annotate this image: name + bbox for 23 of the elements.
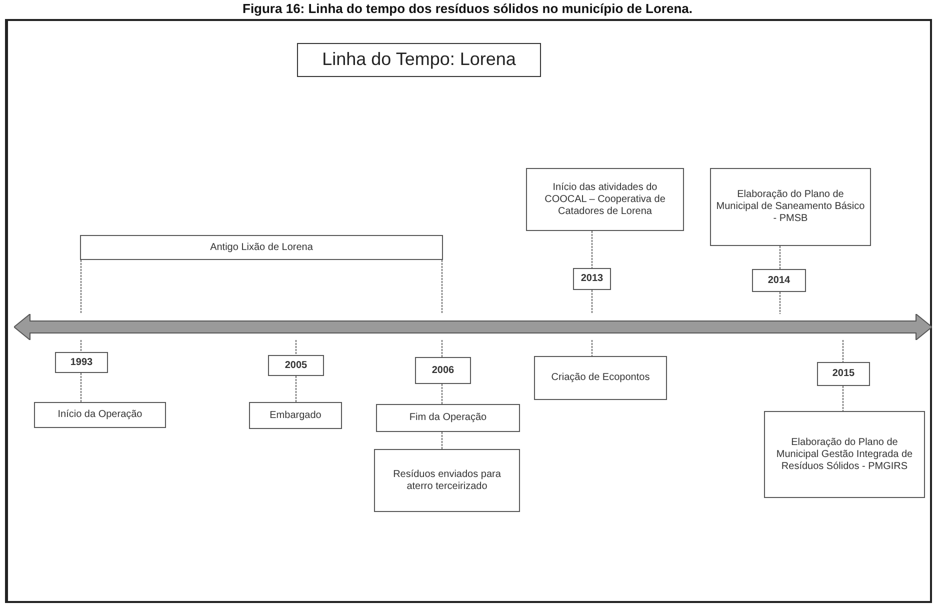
title-box: Linha do Tempo: Lorena	[297, 43, 541, 77]
year-box: 2013	[573, 268, 611, 290]
event-box: Embargado	[249, 402, 342, 429]
year-box: 2014	[752, 269, 806, 292]
event-box: Início das atividades do COOCAL – Cooperativa de Catadores de Lorena	[526, 168, 684, 231]
year-box: 2006	[415, 357, 471, 384]
year-box: 2015	[817, 362, 870, 386]
figure-caption: Figura 16: Linha do tempo dos resíduos sólidos no município de Lorena.	[242, 1, 694, 16]
event-box: Criação de Ecopontos	[534, 356, 667, 400]
year-box: 1993	[55, 352, 108, 373]
connector-line	[80, 260, 82, 314]
event-box: Início da Operação	[34, 402, 166, 428]
event-box: Elaboração do Plano de Municipal Gestão Integrada de Resíduos Sólidos - PMGIRS	[764, 411, 925, 498]
timeline-arrow	[14, 314, 932, 340]
connector-line	[842, 386, 844, 412]
event-box: Antigo Lixão de Lorena	[80, 235, 443, 260]
connector-line	[80, 372, 82, 402]
event-box: Elaboração do Plano de Municipal de Saneamento Básico - PMSB	[710, 168, 871, 246]
connector-line	[80, 340, 82, 352]
event-box: Fim da Operação	[376, 404, 520, 432]
event-box: Resíduos enviados para aterro terceirizado	[374, 449, 520, 512]
year-box: 2005	[268, 355, 324, 376]
connector-line	[842, 340, 844, 362]
